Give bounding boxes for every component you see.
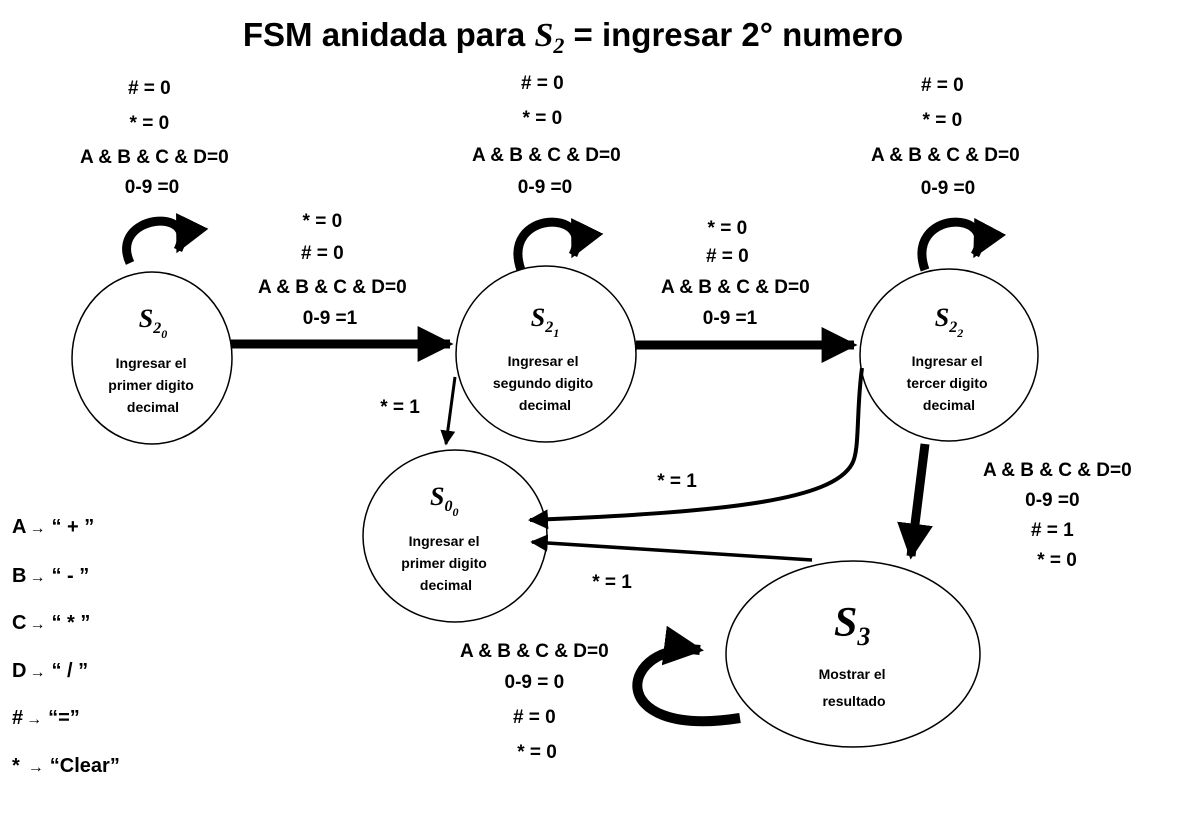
legend-item: D→“ / ” xyxy=(12,660,88,682)
self-loop-s3 xyxy=(632,625,741,727)
legend-item: #→“=” xyxy=(12,707,80,729)
loop-dot-mark xyxy=(575,240,581,246)
legend-item: B→“ - ” xyxy=(12,565,89,587)
state-s3-circle xyxy=(725,560,981,748)
state-s3-description: Mostrar el resultado xyxy=(819,666,890,709)
label-self-s22: # = 0 * = 0 A & B & C & D=0 0-9 =0 xyxy=(871,75,1025,199)
state-s20-name: S20 xyxy=(139,304,167,341)
arrow-s3-to-s00 xyxy=(530,534,813,562)
label-self-s21: # = 0 * = 0 A & B & C & D=0 0-9 =0 xyxy=(472,73,626,198)
state-s00-description: Ingresar el primer digito decimal xyxy=(401,533,490,593)
arrow-s22-to-s3 xyxy=(897,443,933,560)
label-s3-to-s00: * = 1 xyxy=(592,572,632,593)
diagram-title: FSM anidada para S2 = ingresar 2° numero xyxy=(243,16,903,58)
legend-item: C→“ * ” xyxy=(12,612,90,634)
label-self-s3: A & B & C & D=0 0-9 = 0 # = 0 * = 0 xyxy=(460,641,614,763)
label-s22-to-s00: * = 1 xyxy=(657,471,697,492)
state-s22-circle xyxy=(859,268,1039,442)
legend-item: *→“Clear” xyxy=(12,755,120,777)
state-s22-description: Ingresar el tercer digito decimal xyxy=(907,353,992,413)
state-s00-name: S00 xyxy=(430,482,458,519)
state-s20-description: Ingresar el primer digito decimal xyxy=(108,355,197,415)
state-s20-circle xyxy=(71,271,233,445)
label-s20-to-s21: * = 0 # = 0 A & B & C & D=0 0-9 =1 xyxy=(258,211,412,329)
label-s21-to-s00: * = 1 xyxy=(380,397,420,418)
self-loop-s20 xyxy=(122,212,209,265)
state-s22-name: S22 xyxy=(935,303,963,340)
legend: A→“ + ” B→“ - ” C→“ * ” D→“ / ” #→“=” *→… xyxy=(12,516,120,777)
state-s21-name: S21 xyxy=(531,303,559,340)
self-loop-s22 xyxy=(917,217,1007,272)
label-self-s20: # = 0 * = 0 A & B & C & D=0 0-9 =0 xyxy=(80,78,234,198)
self-loop-s21 xyxy=(513,217,604,272)
label-s21-to-s22: * = 0 # = 0 A & B & C & D=0 0-9 =1 xyxy=(661,218,815,329)
arrow-s21-to-s00 xyxy=(440,376,457,446)
state-s21-description: Ingresar el segundo digito decimal xyxy=(493,353,597,413)
state-s3-name: S3 xyxy=(834,600,870,651)
legend-item: A→“ + ” xyxy=(12,516,94,538)
arrow-s22-to-s00 xyxy=(528,367,864,530)
label-s22-to-s3: A & B & C & D=0 0-9 =0 # = 1 * = 0 xyxy=(983,460,1137,571)
state-s21-circle xyxy=(455,265,637,443)
